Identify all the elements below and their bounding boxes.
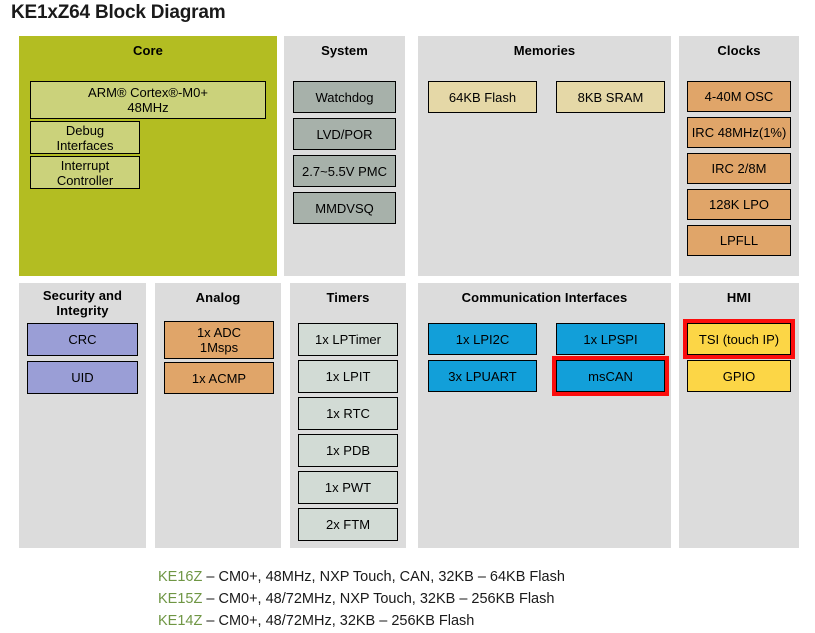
block-crc[interactable]: CRC — [27, 323, 138, 356]
block-uid[interactable]: UID — [27, 361, 138, 394]
block-lptimer[interactable]: 1x LPTimer — [298, 323, 398, 356]
block-lpuart[interactable]: 3x LPUART — [428, 360, 537, 392]
legend: KE16Z – CM0+, 48MHz, NXP Touch, CAN, 32K… — [158, 566, 798, 632]
panel-core: Core ARM® Cortex®-M0+ 48MHz Debug Interf… — [19, 36, 277, 276]
block-arm-cortex-m0[interactable]: ARM® Cortex®-M0+ 48MHz — [30, 81, 266, 119]
legend-description: – CM0+, 48/72MHz, NXP Touch, 32KB – 256K… — [206, 591, 555, 607]
panel-system-title: System — [321, 43, 368, 58]
panel-security-title: Security and Integrity — [42, 288, 123, 318]
block-adc[interactable]: 1x ADC 1Msps — [164, 321, 274, 359]
panel-communication-title: Communication Interfaces — [461, 290, 628, 305]
block-debug-interfaces[interactable]: Debug Interfaces — [30, 121, 140, 154]
block-pdb[interactable]: 1x PDB — [298, 434, 398, 467]
block-osc[interactable]: 4-40M OSC — [687, 81, 791, 112]
block-mscan[interactable]: msCAN — [552, 356, 669, 396]
block-gpio[interactable]: GPIO — [687, 360, 791, 392]
panel-analog: Analog 1x ADC 1Msps 1x ACMP — [155, 283, 281, 548]
legend-part-number: KE16Z — [158, 569, 203, 585]
legend-item: KE15Z – CM0+, 48/72MHz, NXP Touch, 32KB … — [158, 588, 798, 610]
block-128k-lpo[interactable]: 128K LPO — [687, 189, 791, 220]
panel-memories-title: Memories — [513, 43, 576, 58]
block-watchdog[interactable]: Watchdog — [293, 81, 396, 113]
block-acmp[interactable]: 1x ACMP — [164, 362, 274, 394]
block-pmc[interactable]: 2.7~5.5V PMC — [293, 155, 396, 187]
block-rtc[interactable]: 1x RTC — [298, 397, 398, 430]
panel-communication: Communication Interfaces 1x LPI2C 1x LPS… — [418, 283, 671, 548]
panel-clocks: Clocks 4-40M OSC IRC 48MHz(1%) IRC 2/8M … — [679, 36, 799, 276]
panel-analog-title: Analog — [195, 290, 241, 305]
block-pwt[interactable]: 1x PWT — [298, 471, 398, 504]
legend-part-number: KE14Z — [158, 613, 203, 629]
panel-clocks-title: Clocks — [717, 43, 761, 58]
panel-security: Security and Integrity CRC UID — [19, 283, 146, 548]
block-flash[interactable]: 64KB Flash — [428, 81, 537, 113]
block-irc-48mhz[interactable]: IRC 48MHz(1%) — [687, 117, 791, 148]
legend-item: KE14Z – CM0+, 48/72MHz, 32KB – 256KB Fla… — [158, 610, 798, 632]
panel-system: System Watchdog LVD/POR 2.7~5.5V PMC MMD… — [284, 36, 405, 276]
panel-timers: Timers 1x LPTimer 1x LPIT 1x RTC 1x PDB … — [290, 283, 406, 548]
block-lpfll[interactable]: LPFLL — [687, 225, 791, 256]
block-irc-2-8m[interactable]: IRC 2/8M — [687, 153, 791, 184]
block-lpspi[interactable]: 1x LPSPI — [556, 323, 665, 355]
block-mmdvsq[interactable]: MMDVSQ — [293, 192, 396, 224]
legend-item: KE16Z – CM0+, 48MHz, NXP Touch, CAN, 32K… — [158, 566, 798, 588]
block-tsi[interactable]: TSI (touch IP) — [683, 319, 795, 359]
block-lpit[interactable]: 1x LPIT — [298, 360, 398, 393]
panel-memories: Memories 64KB Flash 8KB SRAM — [418, 36, 671, 276]
block-sram[interactable]: 8KB SRAM — [556, 81, 665, 113]
block-ftm[interactable]: 2x FTM — [298, 508, 398, 541]
block-lvd-por[interactable]: LVD/POR — [293, 118, 396, 150]
legend-description: – CM0+, 48/72MHz, 32KB – 256KB Flash — [206, 613, 475, 629]
panel-hmi: HMI TSI (touch IP) GPIO — [679, 283, 799, 548]
block-lpi2c[interactable]: 1x LPI2C — [428, 323, 537, 355]
block-interrupt-controller[interactable]: Interrupt Controller — [30, 156, 140, 189]
legend-part-number: KE15Z — [158, 591, 203, 607]
panel-core-title: Core — [132, 43, 164, 58]
panel-timers-title: Timers — [326, 290, 370, 305]
page-title: KE1xZ64 Block Diagram — [11, 2, 226, 23]
legend-description: – CM0+, 48MHz, NXP Touch, CAN, 32KB – 64… — [206, 569, 565, 585]
panel-hmi-title: HMI — [726, 290, 752, 305]
